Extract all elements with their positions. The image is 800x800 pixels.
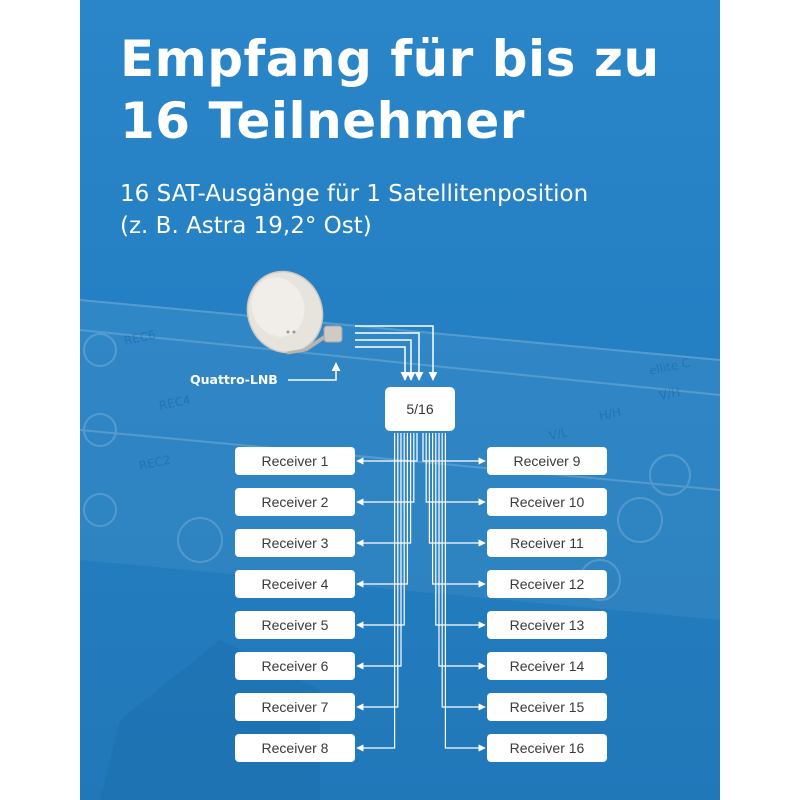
receiver-box-6: Receiver 6 [235, 652, 355, 680]
cable-receiver-16 [444, 433, 486, 752]
receiver-box-1: Receiver 1 [235, 447, 355, 475]
receiver-box-5: Receiver 5 [235, 611, 355, 639]
receiver-box-11: Receiver 11 [487, 529, 607, 557]
subtitle-line-1: 16 SAT-Ausgänge für 1 Satellitenposition [120, 181, 589, 207]
cable-receiver-1 [356, 433, 418, 465]
title-line-2: 16 Teilnehmer [120, 92, 525, 150]
receiver-box-2: Receiver 2 [235, 488, 355, 516]
cable-receiver-11 [428, 433, 486, 547]
cable-receiver-8 [356, 433, 396, 752]
cable-receiver-9 [422, 433, 486, 465]
page-title: Empfang für bis zu 16 Teilnehmer [120, 28, 700, 152]
cable-receiver-2 [356, 433, 415, 506]
bg-label-vl: V/L [548, 425, 570, 443]
bg-label-rec6: REC6 [123, 328, 157, 348]
cable-receiver-15 [441, 433, 486, 711]
receiver-box-10: Receiver 10 [487, 488, 607, 516]
lnb-cables [355, 325, 438, 381]
satellite-dish-icon [246, 270, 343, 355]
title-line-1: Empfang für bis zu [120, 30, 660, 88]
bg-label-hh: H/H [598, 405, 623, 423]
cable-receiver-13 [435, 433, 486, 629]
page-subtitle: 16 SAT-Ausgänge für 1 Satellitenposition… [120, 178, 700, 242]
receiver-box-16: Receiver 16 [487, 734, 607, 762]
cable-receiver-5 [356, 433, 405, 629]
receiver-cables [356, 433, 486, 752]
receiver-box-12: Receiver 12 [487, 570, 607, 598]
multiswitch-box: 5/16 [385, 387, 455, 431]
wiring-lines [246, 270, 486, 752]
infographic-panel: REC6 REC4 REC2 V/L H/H V/H ellite C Empf… [80, 0, 720, 800]
cable-receiver-4 [356, 433, 408, 588]
cable-receiver-12 [432, 433, 486, 588]
cable-receiver-3 [356, 433, 412, 547]
lnb-label: Quattro-LNB [190, 372, 278, 387]
lnb-pointer-arrow [288, 362, 341, 381]
receiver-box-14: Receiver 14 [487, 652, 607, 680]
bg-label-rec4: REC4 [158, 393, 192, 413]
bg-label-vh: V/H [658, 385, 682, 403]
receiver-box-13: Receiver 13 [487, 611, 607, 639]
receiver-box-7: Receiver 7 [235, 693, 355, 721]
cable-receiver-14 [438, 433, 486, 670]
receiver-box-4: Receiver 4 [235, 570, 355, 598]
receiver-box-8: Receiver 8 [235, 734, 355, 762]
receiver-box-15: Receiver 15 [487, 693, 607, 721]
cable-receiver-10 [425, 433, 486, 506]
subtitle-line-2: (z. B. Astra 19,2° Ost) [120, 213, 372, 239]
cable-receiver-6 [356, 433, 402, 670]
receiver-box-3: Receiver 3 [235, 529, 355, 557]
cable-receiver-7 [356, 433, 399, 711]
receiver-box-9: Receiver 9 [487, 447, 607, 475]
distribution-diagram: Quattro-LNB 5/16 Receiver 1 Receiver 2 R… [80, 260, 720, 800]
bg-label-rec2: REC2 [138, 453, 172, 473]
